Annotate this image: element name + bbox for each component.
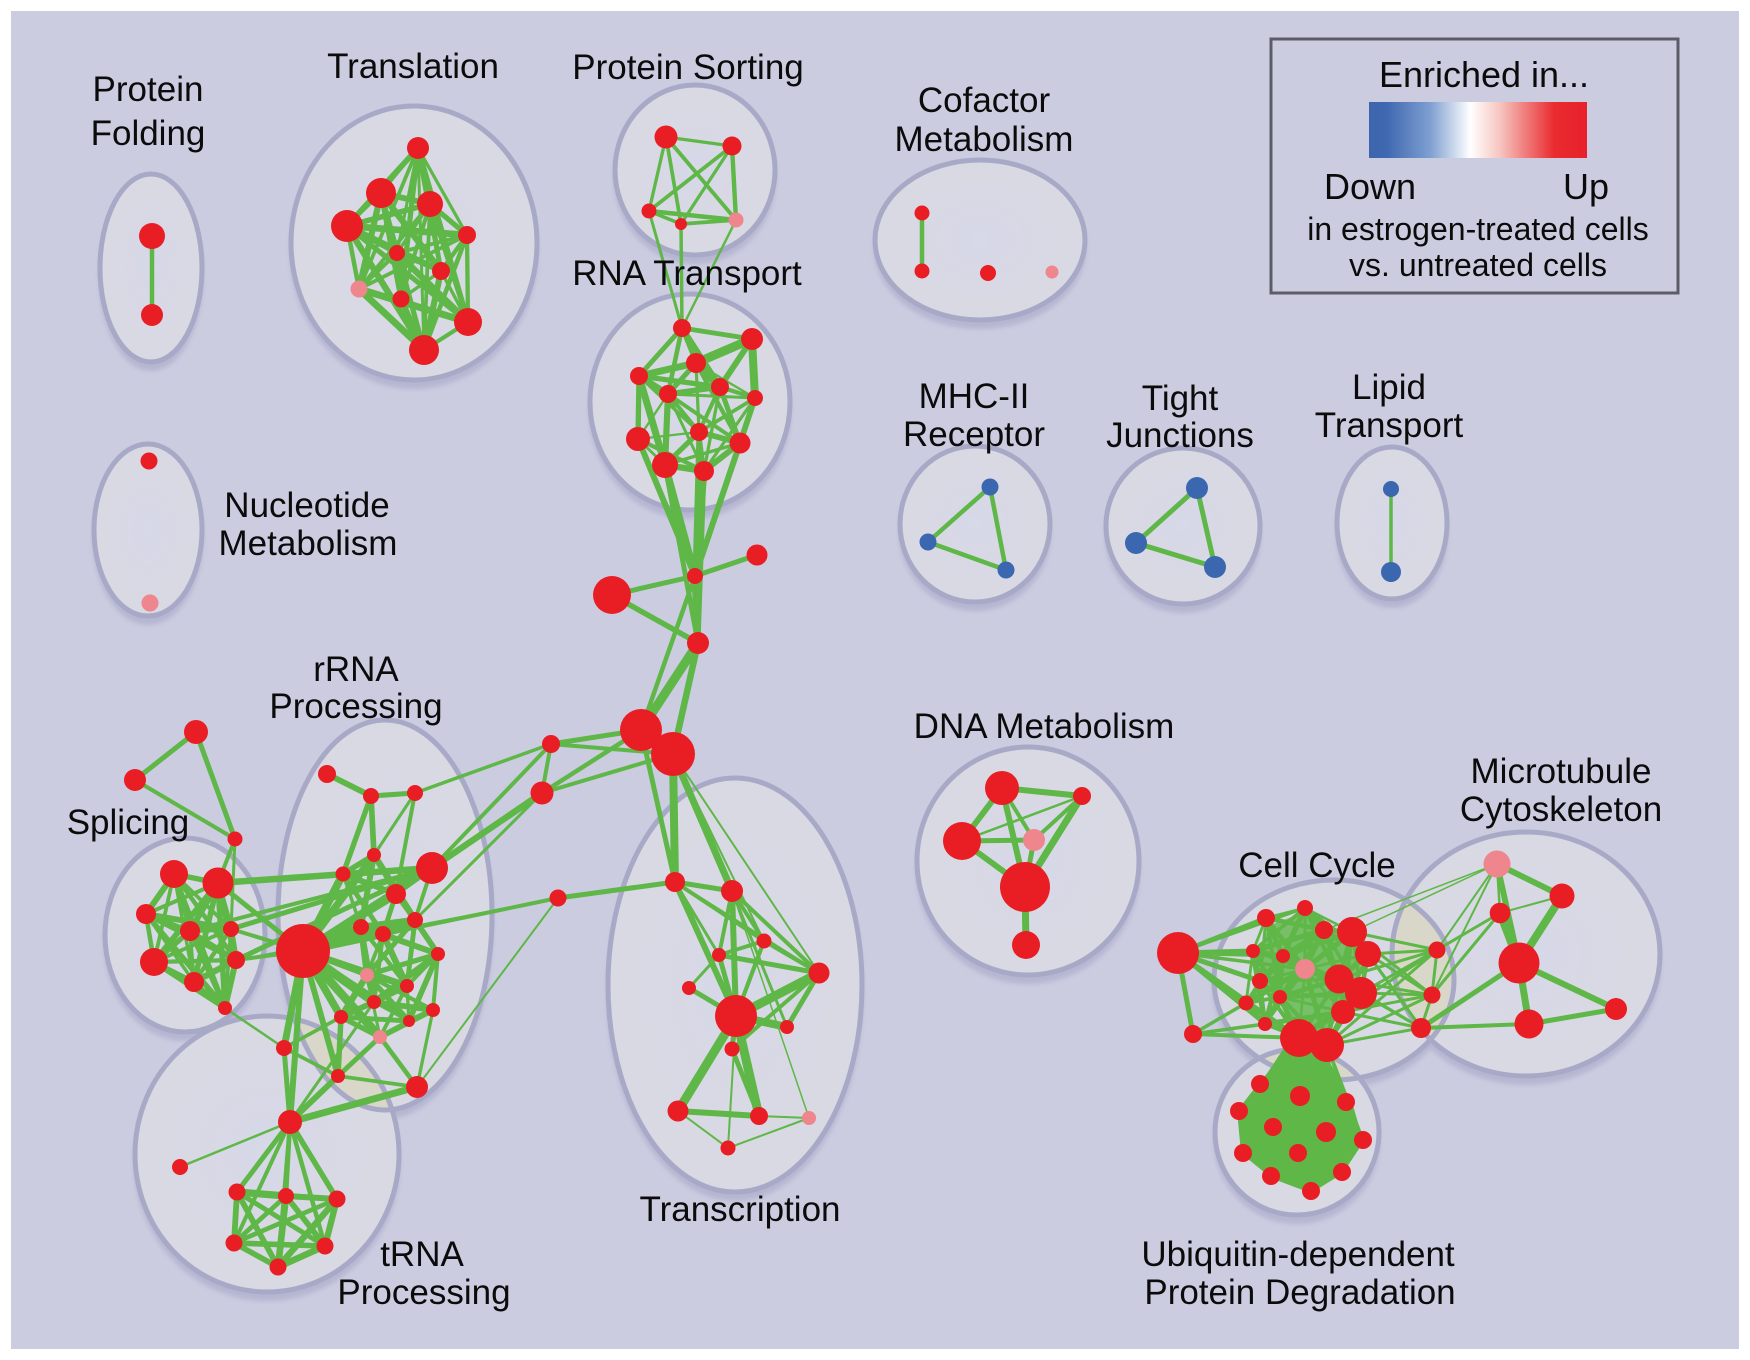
svg-text:Translation: Translation [327,47,499,86]
svg-text:Transcription: Transcription [640,1190,841,1229]
svg-text:MHC-II: MHC-II [919,377,1030,416]
svg-text:Metabolism: Metabolism [895,120,1074,159]
svg-text:Enriched in...: Enriched in... [1379,54,1589,95]
svg-text:Folding: Folding [91,114,206,153]
svg-text:Cytoskeleton: Cytoskeleton [1460,790,1662,829]
svg-text:Transport: Transport [1315,406,1464,445]
svg-text:Metabolism: Metabolism [219,524,398,563]
svg-text:Ubiquitin-dependent: Ubiquitin-dependent [1141,1235,1455,1274]
svg-text:Protein Degradation: Protein Degradation [1144,1273,1455,1312]
svg-text:vs. untreated cells: vs. untreated cells [1349,247,1607,283]
svg-text:in estrogen-treated cells: in estrogen-treated cells [1307,211,1649,247]
svg-text:Junctions: Junctions [1106,416,1254,455]
svg-text:Processing: Processing [337,1273,510,1312]
svg-text:rRNA: rRNA [313,650,399,689]
svg-text:Splicing: Splicing [67,803,190,842]
svg-text:Down: Down [1324,166,1416,207]
svg-text:Protein Sorting: Protein Sorting [572,48,804,87]
svg-text:Up: Up [1563,166,1609,207]
svg-text:Microtubule: Microtubule [1471,752,1652,791]
svg-text:Processing: Processing [269,687,442,726]
svg-text:Protein: Protein [93,70,204,109]
svg-text:Nucleotide: Nucleotide [224,486,389,525]
svg-text:Tight: Tight [1142,379,1219,418]
svg-text:Cell Cycle: Cell Cycle [1238,846,1396,885]
svg-text:Receptor: Receptor [903,415,1045,454]
svg-text:tRNA: tRNA [380,1235,464,1274]
svg-text:DNA Metabolism: DNA Metabolism [914,707,1175,746]
svg-text:Lipid: Lipid [1352,368,1426,407]
svg-text:RNA Transport: RNA Transport [572,254,802,293]
svg-text:Cofactor: Cofactor [918,81,1051,120]
